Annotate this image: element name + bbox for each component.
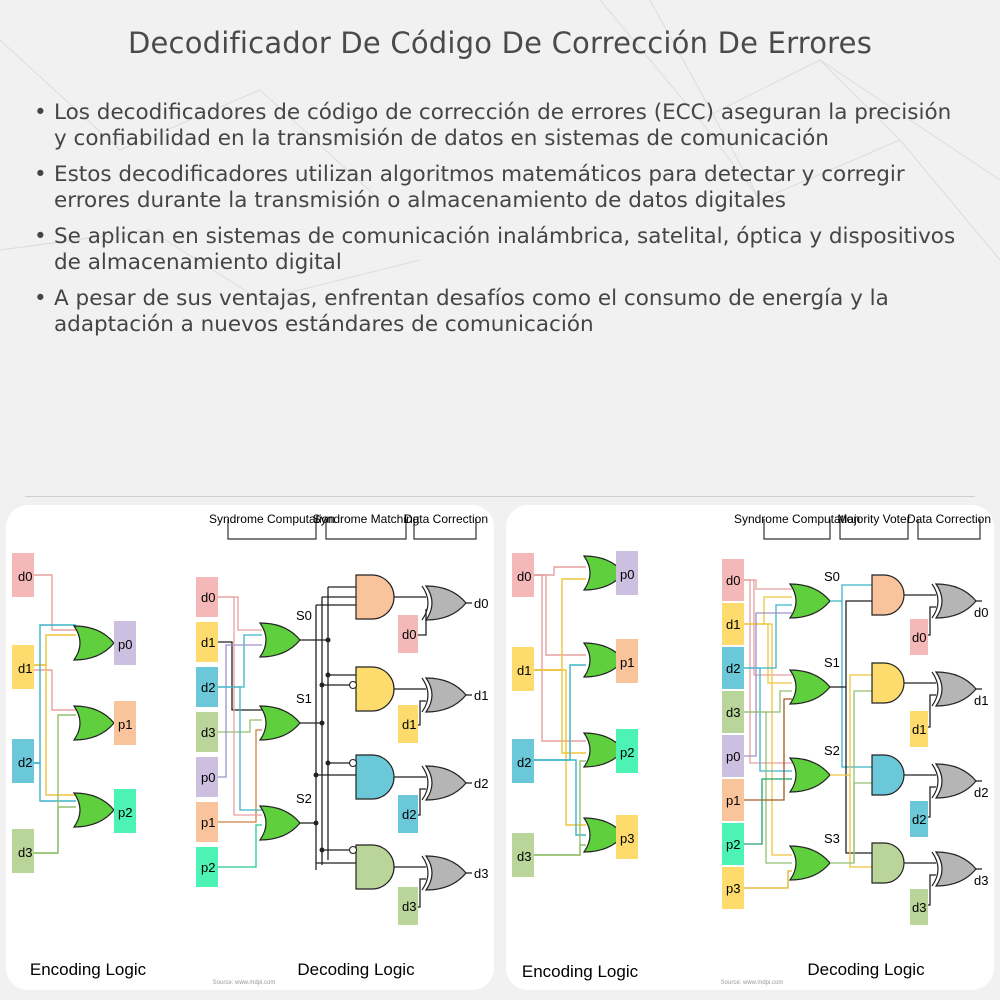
svg-text:p2: p2 [620, 745, 634, 760]
svg-text:d2: d2 [912, 812, 926, 827]
header-matching: Syndrome Matching [313, 512, 420, 526]
svg-text:S1: S1 [296, 691, 312, 706]
svg-text:p2: p2 [726, 837, 740, 852]
diagram-panel-left: Syndrome Computation Syndrome Matching D… [6, 505, 494, 990]
svg-text:d0: d0 [402, 627, 416, 642]
svg-text:d1: d1 [974, 693, 988, 708]
decoding-caption-left: Decoding Logic [297, 960, 415, 979]
bullet-item: A pesar de sus ventajas, enfrentan desaf… [30, 286, 970, 338]
label-d0: d0 [18, 569, 32, 584]
divider [25, 496, 975, 497]
svg-text:d2: d2 [726, 661, 740, 676]
source-note-left: Source: www.mdpi.com [213, 980, 276, 986]
svg-text:p2: p2 [201, 860, 215, 875]
svg-text:d2: d2 [402, 807, 416, 822]
page-title: Decodificador De Código De Corrección De… [127, 26, 873, 60]
circuit-diagram-left: Syndrome Computation Syndrome Matching D… [12, 512, 488, 986]
svg-text:d1: d1 [402, 717, 416, 732]
label-d1: d1 [18, 661, 32, 676]
header-syndrome: Syndrome Computation [734, 512, 860, 526]
svg-text:d2: d2 [517, 755, 531, 770]
correction-xor-gates-right [935, 583, 977, 887]
header-correction: Data Correction [907, 512, 991, 526]
bullet-item: Los decodificadores de código de correcc… [30, 100, 970, 152]
svg-text:p3: p3 [726, 881, 740, 896]
svg-text:S2: S2 [824, 743, 840, 758]
encoder-xor-gates-left [73, 625, 115, 828]
svg-text:d1: d1 [912, 722, 926, 737]
svg-text:d2: d2 [201, 680, 215, 695]
svg-text:p0: p0 [201, 770, 215, 785]
svg-text:S2: S2 [296, 791, 312, 806]
syndrome-xor-gates-left [259, 622, 301, 841]
label-p0: p0 [118, 637, 132, 652]
svg-text:d0: d0 [201, 590, 215, 605]
svg-text:d0: d0 [726, 573, 740, 588]
diagram-panel-right: Syndrome Computation Majority Voter Data… [506, 505, 994, 990]
bullet-item: Se aplican en sistemas de comunicación i… [30, 224, 970, 276]
encoding-caption-right: Encoding Logic [522, 962, 639, 981]
source-note-right: Source: www.mdpi.com [721, 980, 784, 986]
svg-text:d2: d2 [474, 776, 488, 791]
decoding-caption-right: Decoding Logic [807, 960, 925, 979]
svg-text:d3: d3 [517, 849, 531, 864]
encoder-inputs-left [12, 553, 34, 873]
svg-text:S3: S3 [824, 831, 840, 846]
label-p1: p1 [118, 717, 132, 732]
svg-text:d0: d0 [974, 605, 988, 620]
svg-text:p3: p3 [620, 831, 634, 846]
svg-text:d3: d3 [474, 866, 488, 881]
svg-text:d2: d2 [974, 785, 988, 800]
label-d3: d3 [18, 845, 32, 860]
svg-text:d3: d3 [912, 900, 926, 915]
svg-text:p0: p0 [726, 749, 740, 764]
svg-text:d3: d3 [201, 725, 215, 740]
svg-text:p0: p0 [620, 567, 634, 582]
encoding-caption-left: Encoding Logic [30, 960, 147, 979]
svg-text:S1: S1 [824, 655, 840, 670]
svg-text:S0: S0 [824, 569, 840, 584]
decoder-inputs-left [196, 577, 218, 887]
header-voter: Majority Voter [837, 512, 910, 526]
encoder-xor-gates-right [583, 555, 625, 853]
svg-text:p1: p1 [201, 815, 215, 830]
bullet-item: Estos decodificadores utilizan algoritmo… [30, 162, 970, 214]
svg-text:d0: d0 [912, 630, 926, 645]
correction-xor-gates-left [425, 585, 467, 891]
bullet-list: Los decodificadores de código de correcc… [30, 100, 970, 348]
label-p2: p2 [118, 805, 132, 820]
svg-text:p1: p1 [620, 655, 634, 670]
svg-text:d3: d3 [402, 899, 416, 914]
svg-text:d3: d3 [974, 873, 988, 888]
matching-and-gates-left [355, 574, 395, 890]
svg-text:p1: p1 [726, 793, 740, 808]
svg-text:d1: d1 [201, 635, 215, 650]
header-correction: Data Correction [404, 512, 488, 526]
label-d2: d2 [18, 755, 32, 770]
header-syndrome: Syndrome Computation [209, 512, 335, 526]
svg-text:d1: d1 [517, 663, 531, 678]
svg-text:d0: d0 [474, 596, 488, 611]
svg-text:d1: d1 [474, 688, 488, 703]
decoder-inputs-right [722, 559, 744, 909]
circuit-diagram-right: Syndrome Computation Majority Voter Data… [512, 512, 991, 986]
svg-text:d1: d1 [726, 617, 740, 632]
svg-text:d3: d3 [726, 705, 740, 720]
svg-text:d0: d0 [517, 569, 531, 584]
svg-text:S0: S0 [296, 608, 312, 623]
majority-voter-gates-right [871, 574, 905, 884]
